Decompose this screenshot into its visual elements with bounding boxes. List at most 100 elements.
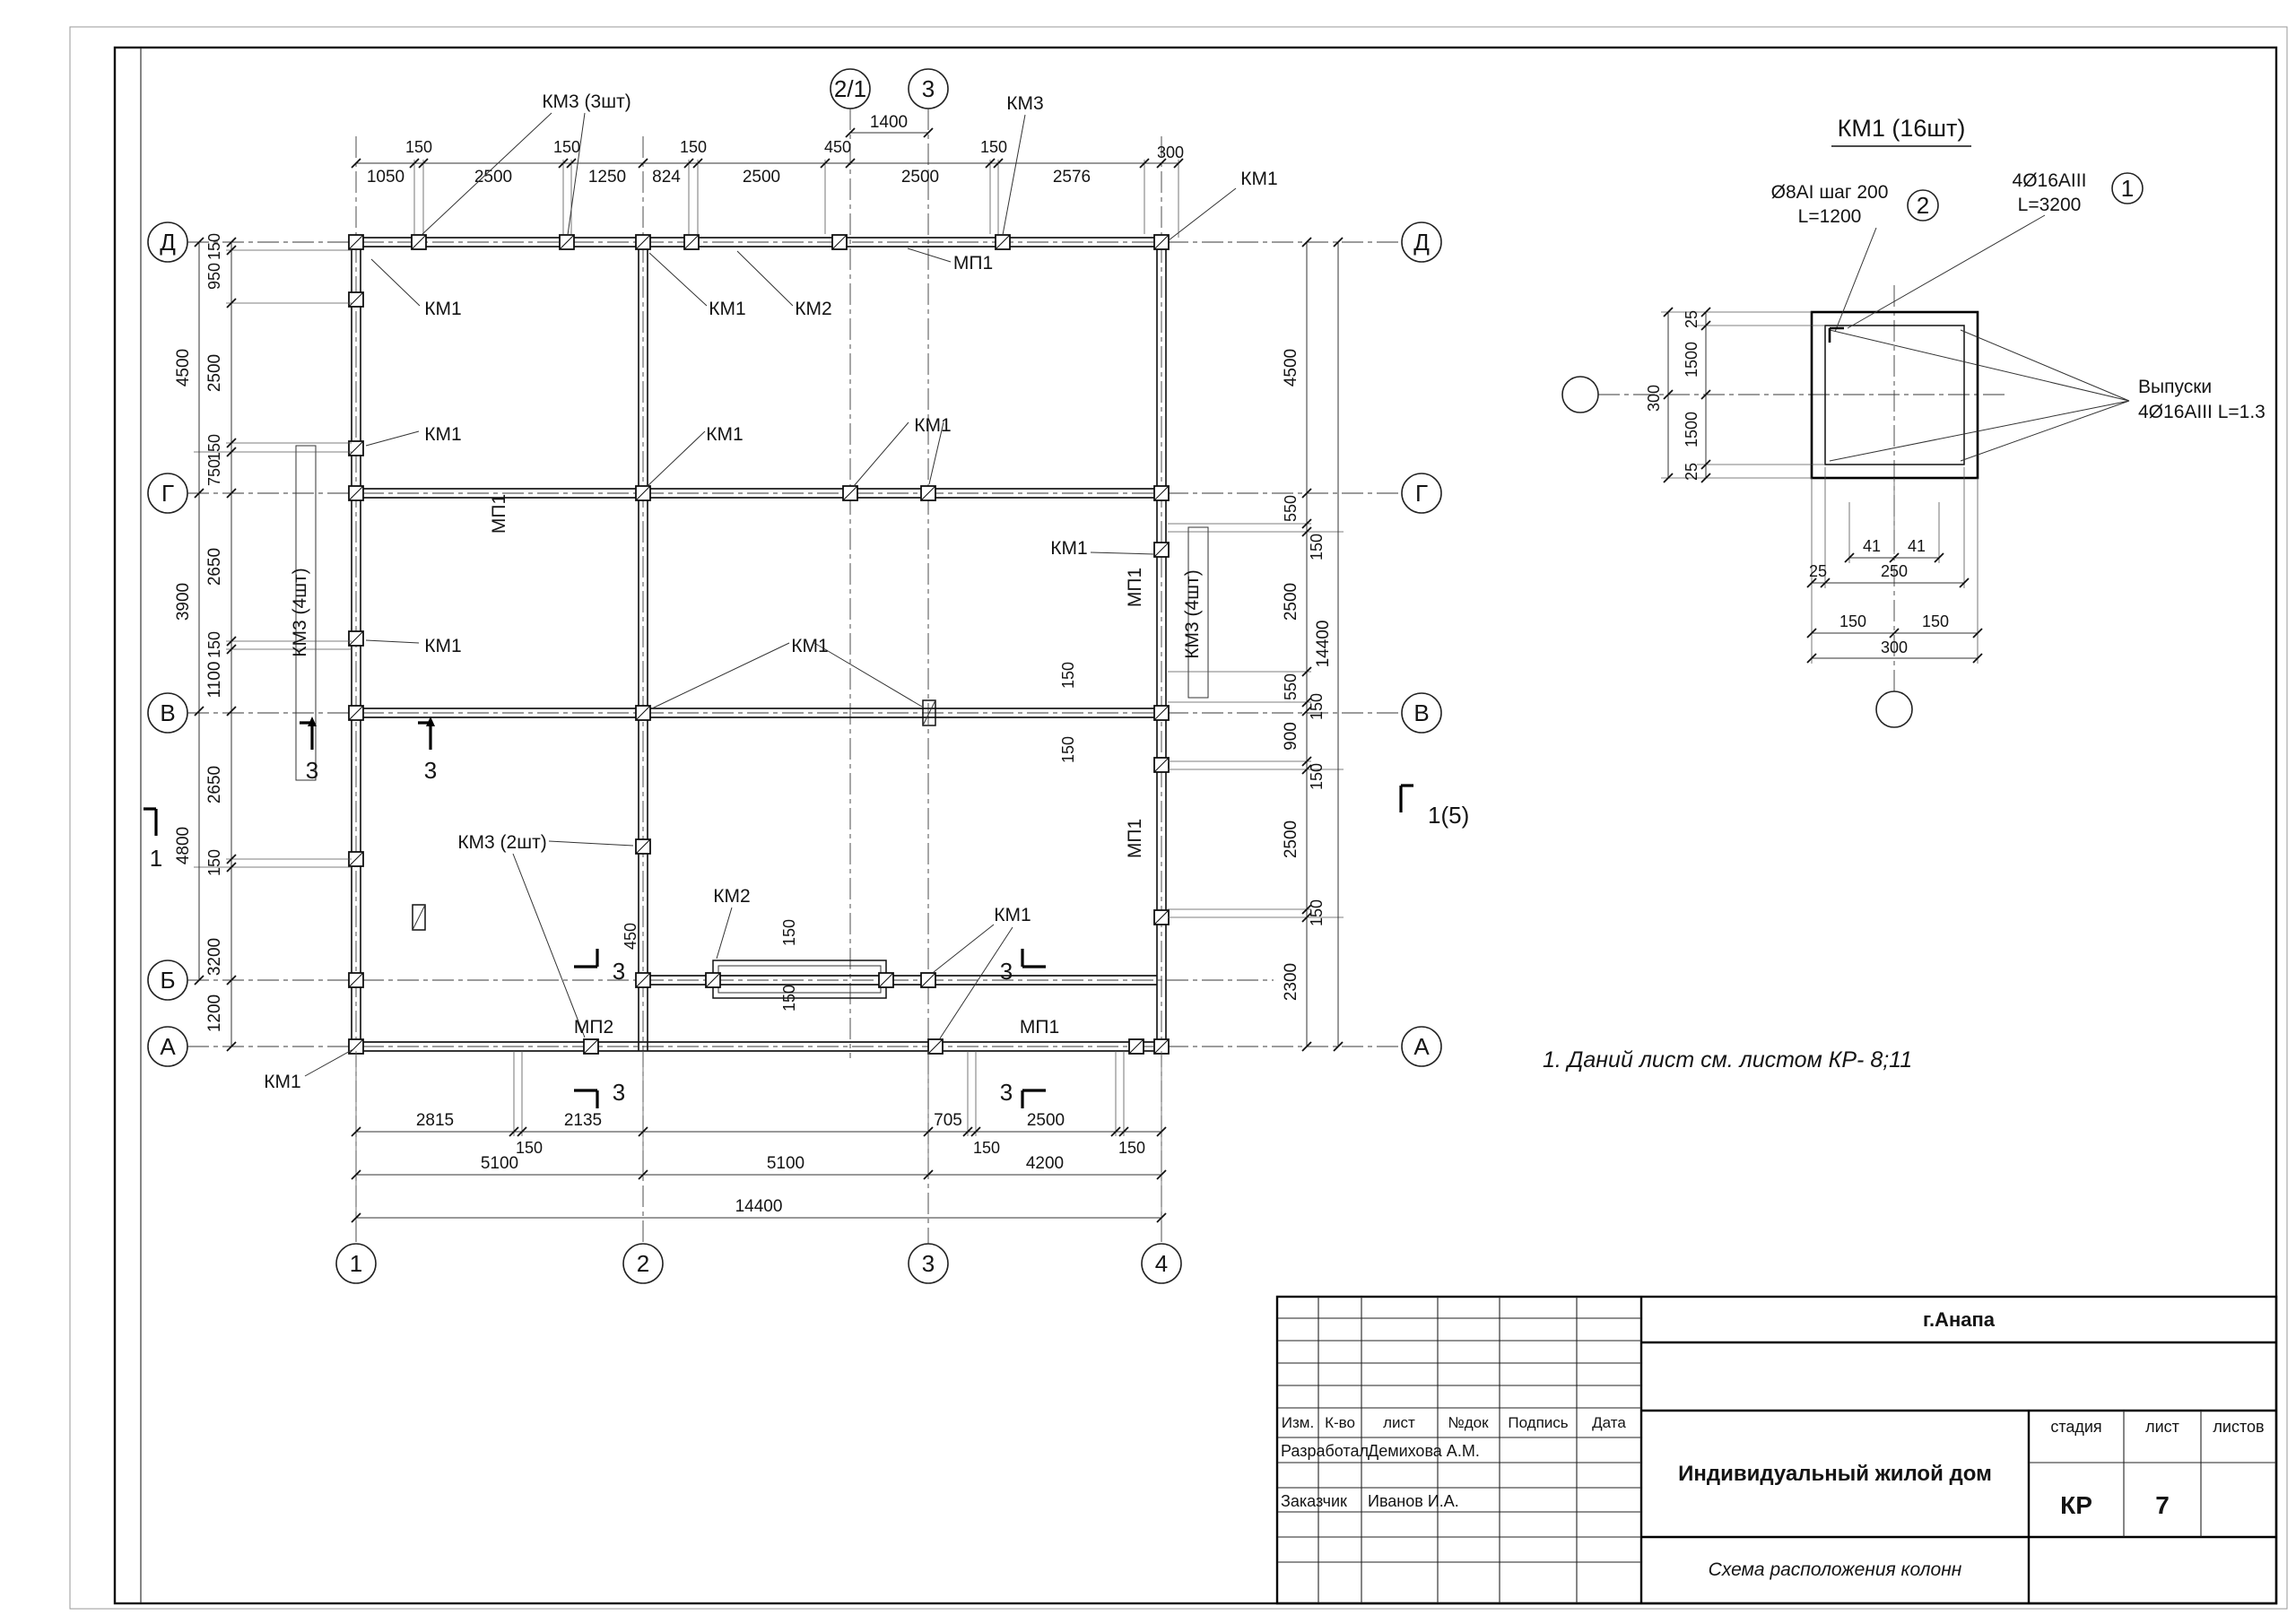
dim-text: 2650 <box>205 766 224 803</box>
dim-text: 41 <box>1863 537 1881 555</box>
dim-text: 450 <box>622 923 639 950</box>
dim-text: 824 <box>652 168 681 187</box>
label-km2: КМ2 <box>713 886 750 907</box>
axis-bubble: А <box>160 1033 176 1060</box>
section-mark-label: 3 <box>424 757 437 784</box>
detail-axis-bubble-bottom <box>1875 690 1913 728</box>
dim-text: 150 <box>980 138 1007 156</box>
plan-walls <box>351 237 1168 1052</box>
tb-sheet-value: 7 <box>2155 1491 2170 1519</box>
dim-text: 4800 <box>174 827 193 864</box>
dim-text: 1400 <box>870 113 908 132</box>
dim-text: 2576 <box>1053 168 1091 187</box>
detail-bubble-2: 2 <box>1917 192 1929 219</box>
dim-text: 150 <box>973 1139 1000 1157</box>
label-mp1-top: МП1 <box>953 253 993 274</box>
plan-dim-right: 4500 550 150 2500 550 150 900 150 2500 1… <box>1050 237 1344 1052</box>
embedded-plate-mp1 <box>922 699 936 726</box>
dim-text: 2815 <box>416 1111 454 1130</box>
dim-text: 150 <box>1308 693 1326 720</box>
dim-text: 1200 <box>205 994 224 1032</box>
dim-text: 5100 <box>481 1154 518 1173</box>
detail-bars-callout: L=3200 <box>2018 195 2082 215</box>
tb-header: №док <box>1448 1414 1489 1431</box>
dim-text: 150 <box>553 138 580 156</box>
section-mark-label: 3 <box>306 757 318 784</box>
axis-bubble: 3 <box>922 1250 935 1277</box>
dim-text: 14400 <box>735 1197 783 1216</box>
axis-bubble: Б <box>160 967 175 994</box>
tb-stage-label: стадия <box>2050 1418 2101 1436</box>
section-mark-label: 1(5) <box>1428 802 1469 829</box>
dim-text: 150 <box>780 919 798 946</box>
label-mp1-right-lower: МП1 <box>1125 819 1145 858</box>
sheet-frame <box>69 26 2288 1610</box>
label-km1: КМ1 <box>424 299 461 319</box>
label-km1-top: КМ1 <box>1240 169 1277 189</box>
dim-text: 550 <box>1282 673 1300 700</box>
axis-bubble: А <box>1413 1033 1430 1060</box>
dim-text: 950 <box>205 263 223 290</box>
label-km3-3sht: КМ3 (3шт) <box>542 91 631 112</box>
dim-text: 150 <box>405 138 432 156</box>
km3-zone-left <box>295 445 317 781</box>
tb-header: Изм. <box>1282 1414 1314 1431</box>
label-km1: КМ1 <box>424 636 461 656</box>
plan-dim-top: 150 150 150 450 150 300 1050 2500 1250 8… <box>351 113 1184 238</box>
dim-text: 4200 <box>1026 1154 1064 1173</box>
embedded-plate-mp2 <box>412 904 426 931</box>
km3-zone-right <box>1187 526 1209 699</box>
dim-text: 150 <box>1839 612 1866 630</box>
dim-text: 450 <box>824 138 851 156</box>
tb-customer-label: Заказчик <box>1281 1492 1347 1510</box>
label-mp2: МП2 <box>574 1017 613 1038</box>
tb-sheet-label: лист <box>2145 1418 2179 1436</box>
label-km1: КМ1 <box>791 636 828 656</box>
axis-bubble: Г <box>1415 480 1428 507</box>
dim-text: 2300 <box>1282 963 1300 1001</box>
axis-bubble: В <box>1413 699 1429 726</box>
label-km1-right: КМ1 <box>1050 538 1087 559</box>
dim-text: 2500 <box>1027 1111 1065 1130</box>
dim-text: 150 <box>1118 1139 1145 1157</box>
tb-header: Дата <box>1592 1414 1626 1431</box>
axis-bubble: 3 <box>922 75 935 102</box>
dim-text: 150 <box>1308 899 1326 926</box>
dim-text: 3900 <box>174 583 193 621</box>
dim-text: 25 <box>1683 463 1700 481</box>
dim-text: 2135 <box>564 1111 602 1130</box>
dim-text: 150 <box>1922 612 1949 630</box>
plan-axis-lines <box>187 109 1402 1244</box>
label-km1: КМ1 <box>264 1072 300 1092</box>
axis-bubble: Д <box>1413 229 1430 256</box>
label-mp1: МП1 <box>1020 1017 1059 1038</box>
dim-text: 1500 <box>1683 412 1700 447</box>
label-km1: КМ1 <box>424 424 461 445</box>
dim-text: 550 <box>1282 495 1300 522</box>
plan-dim-bottom: 2815 150 2135 705 150 2500 150 5100 5100… <box>351 1051 1167 1223</box>
tb-header: лист <box>1383 1414 1415 1431</box>
label-mp1-right-upper: МП1 <box>1125 568 1145 607</box>
label-km3-left: КМ3 (4шт) <box>290 568 310 656</box>
axis-bubble: 4 <box>1155 1250 1168 1277</box>
tb-sheets-label: листов <box>2213 1418 2264 1436</box>
tb-customer-name: Иванов И.А. <box>1368 1492 1459 1510</box>
dim-text: 150 <box>780 985 798 1012</box>
dim-text: 705 <box>934 1111 962 1130</box>
detail-km1: КМ1 (16шт) 2 1 Ø8АI шаг 200 L=1200 4Ø16А… <box>1561 115 2266 728</box>
detail-vypuski-callout: 4Ø16АIII L=1.3 <box>2138 402 2266 422</box>
tb-developed-label: Разработал <box>1281 1442 1369 1460</box>
section-mark-label: 3 <box>613 1079 625 1106</box>
dim-text: 150 <box>205 631 223 658</box>
dim-text: 1250 <box>588 168 626 187</box>
dim-text: 150 <box>205 849 223 876</box>
tb-developed-name: Демихова А.М. <box>1368 1442 1480 1460</box>
dim-text: 2500 <box>474 168 512 187</box>
dim-text: 14400 <box>1314 621 1333 668</box>
axis-bubble: 1 <box>350 1250 362 1277</box>
detail-title: КМ1 (16шт) <box>1838 115 1966 142</box>
tb-project: Индивидуальный жилой дом <box>1678 1462 1992 1486</box>
label-km1: КМ1 <box>709 299 745 319</box>
axis-bubble: Г <box>161 480 174 507</box>
dim-text: 2650 <box>205 548 224 586</box>
